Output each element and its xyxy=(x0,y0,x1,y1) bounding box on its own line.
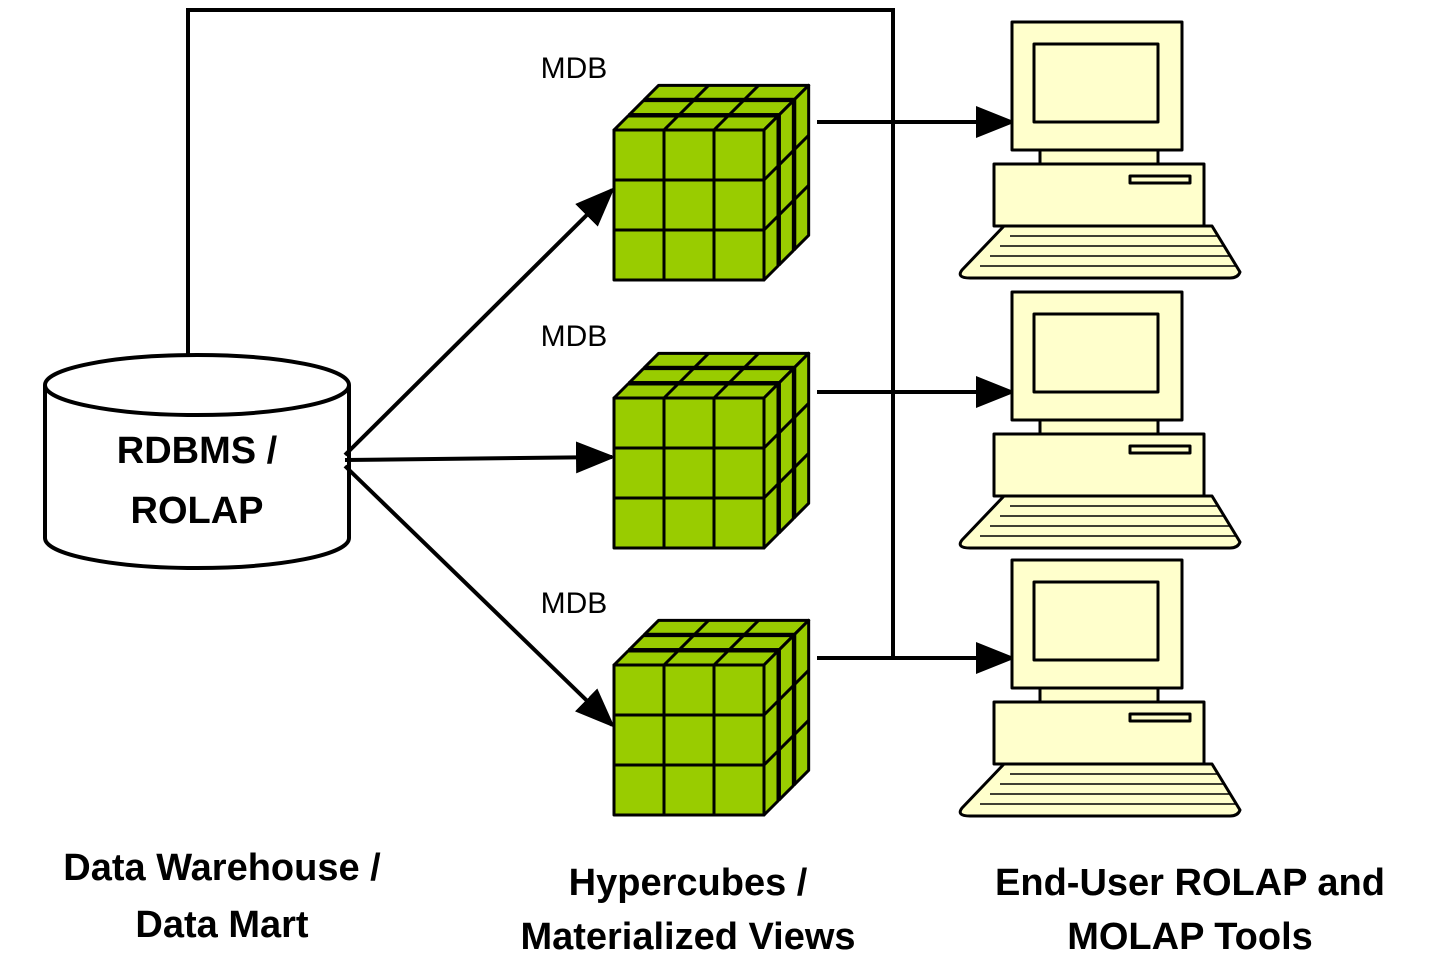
cube-label-1: MDB xyxy=(541,52,608,85)
workstation-2 xyxy=(958,290,1242,550)
caption-hypercubes-line2: Materialized Views xyxy=(520,916,855,957)
hypercube-1: MDB xyxy=(541,52,811,282)
cube-slab xyxy=(612,114,780,282)
caption-warehouse-line2: Data Mart xyxy=(135,904,308,946)
arrow-database-to-cube-2 xyxy=(344,441,616,474)
cube-label-2: MDB xyxy=(541,320,608,353)
keyboard xyxy=(958,494,1242,550)
cube-slab xyxy=(612,649,780,817)
monitor-screen xyxy=(1032,312,1160,394)
system-unit xyxy=(992,162,1206,228)
drive-slot xyxy=(1128,444,1192,455)
monitor-stand xyxy=(1038,418,1160,436)
workstation-3 xyxy=(958,558,1242,818)
database-to-workstations-connector xyxy=(186,8,895,658)
arrow-database-to-cube-1 xyxy=(343,187,615,457)
system-unit xyxy=(992,700,1206,766)
database-cylinder: RDBMS / ROLAP xyxy=(43,353,351,570)
workstation-1 xyxy=(958,20,1242,280)
arrow-database-to-cube-3 xyxy=(343,464,615,728)
drive-slot xyxy=(1128,712,1192,723)
drive-slot xyxy=(1128,174,1192,185)
keyboard xyxy=(958,224,1242,280)
monitor-stand xyxy=(1038,148,1160,166)
database-label-line2: ROLAP xyxy=(131,490,264,532)
system-unit xyxy=(992,432,1206,498)
caption-tools-line1: End-User ROLAP and xyxy=(995,862,1385,904)
caption-tools-line2: MOLAP Tools xyxy=(1067,916,1313,957)
hypercube-2: MDB xyxy=(541,320,811,550)
cube-label-3: MDB xyxy=(541,587,608,620)
hypercube-group: MDB MDB MDB xyxy=(541,52,811,817)
caption-hypercubes-line1: Hypercubes / xyxy=(569,862,808,904)
hypercube-3: MDB xyxy=(541,587,811,817)
caption-warehouse-line1: Data Warehouse / xyxy=(63,847,381,889)
monitor-stand xyxy=(1038,686,1160,704)
keyboard xyxy=(958,762,1242,818)
workstation-group xyxy=(958,20,1242,818)
cube-slab xyxy=(612,382,780,550)
monitor-screen xyxy=(1032,42,1160,124)
database-label-line1: RDBMS / xyxy=(117,430,278,472)
monitor-screen xyxy=(1032,580,1160,662)
